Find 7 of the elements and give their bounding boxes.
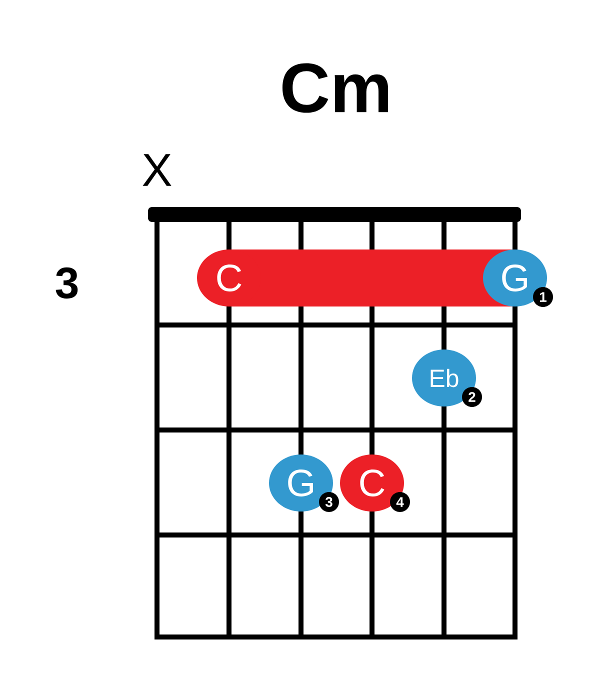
finger-number: 2 — [462, 387, 482, 407]
fret-number: 3 — [56, 267, 78, 299]
finger-number: 3 — [319, 492, 339, 512]
mute-mark: X — [142, 154, 172, 186]
finger-number: 1 — [533, 287, 553, 307]
chord-title: Cm — [282, 63, 388, 113]
finger-number: 4 — [390, 492, 410, 512]
